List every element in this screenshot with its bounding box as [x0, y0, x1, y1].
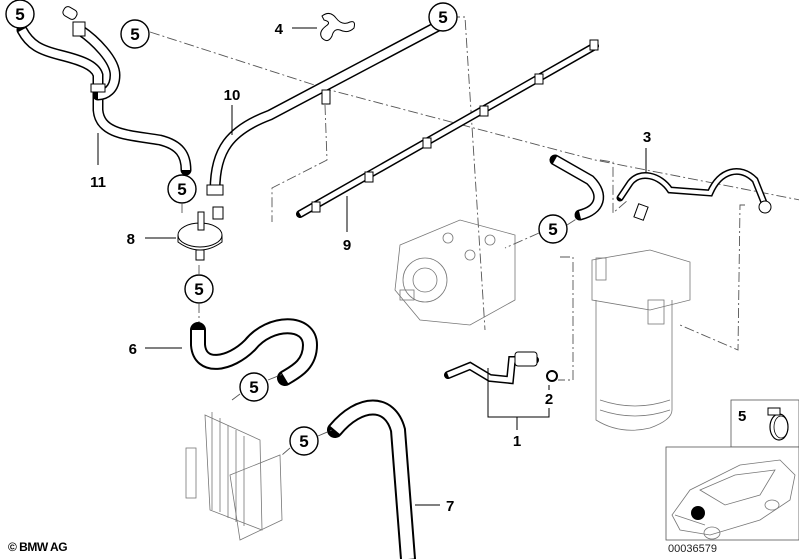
svg-text:5: 5 [249, 378, 258, 397]
callout-5-hose-7[interactable]: 5 [289, 426, 319, 456]
part-11-hose-assembly[interactable] [16, 5, 192, 176]
part-labels: 4 10 11 8 6 3 2 1 7 [90, 21, 651, 515]
svg-text:5: 5 [177, 180, 186, 199]
callout-connectors [181, 203, 579, 456]
label-part-3: 3 [643, 129, 651, 146]
inset-car-box [665, 446, 799, 541]
svg-text:5: 5 [738, 408, 746, 425]
part-8-regulator[interactable] [177, 206, 224, 261]
label-part-6: 6 [129, 341, 137, 358]
label-part-11: 11 [90, 174, 106, 191]
callout-5-pump[interactable]: 5 [538, 214, 568, 244]
callout-5-regulator-bottom[interactable]: 5 [184, 274, 214, 304]
part-6-hose[interactable] [190, 318, 319, 386]
fuel-cooler [185, 412, 283, 541]
part-3-return-line[interactable] [549, 154, 772, 221]
part-4-clip[interactable] [320, 12, 355, 42]
high-pressure-pump [394, 219, 516, 326]
copyright-notice: © BMW AG [8, 540, 68, 554]
fuel-filter [591, 249, 691, 431]
part-9-line[interactable] [206, 19, 446, 196]
callout-5-top[interactable]: 5 [120, 19, 150, 49]
callout-5-top-left[interactable]: 5 [5, 0, 35, 29]
svg-text:5: 5 [194, 280, 203, 299]
label-part-7: 7 [446, 498, 454, 515]
label-part-10-text: 9 [343, 237, 351, 254]
hose-clamp-icon [767, 407, 789, 441]
reference-lines [149, 16, 799, 381]
document-number: 00036579 [668, 543, 717, 555]
svg-text:5: 5 [15, 5, 24, 24]
svg-text:5: 5 [299, 432, 308, 451]
label-part-1: 1 [513, 433, 521, 450]
car-location-icon [671, 459, 796, 540]
callout-5-regulator-top[interactable]: 5 [167, 174, 197, 204]
label-part-8: 8 [127, 231, 135, 248]
svg-text:5: 5 [438, 8, 447, 27]
part-7-hose[interactable] [327, 399, 416, 559]
callout-5-hose-6[interactable]: 5 [239, 372, 269, 402]
label-part-4: 4 [275, 21, 284, 38]
part-10-injector-rail[interactable] [296, 39, 599, 218]
label-part-2: 2 [545, 391, 553, 408]
inset-clamp-box: 5 [730, 399, 799, 448]
svg-text:5: 5 [130, 25, 139, 44]
part-2-seal-ring[interactable] [546, 370, 558, 382]
svg-text:5: 5 [548, 220, 557, 239]
engine-bay-location-dot [691, 506, 705, 520]
leader-lines [97, 27, 647, 506]
callout-5-top-rail[interactable]: 5 [428, 2, 458, 32]
label-part-9: 10 [224, 87, 241, 104]
part-1-hose[interactable] [444, 351, 539, 385]
